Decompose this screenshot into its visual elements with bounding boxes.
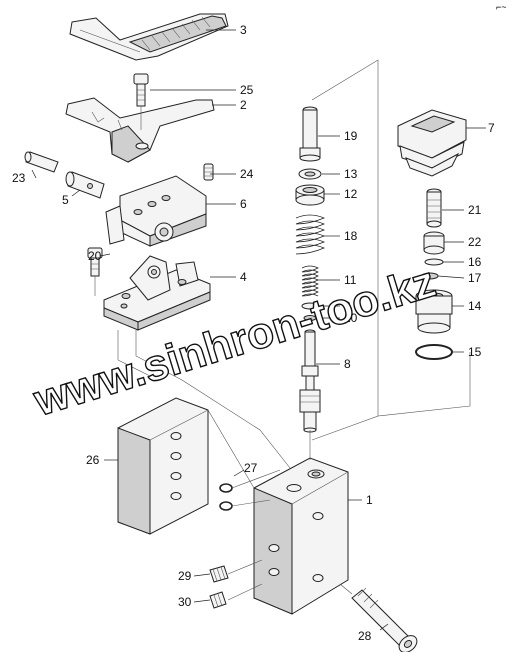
assembly-lines	[94, 59, 471, 601]
part-6-upper-bracket	[105, 175, 207, 247]
callout-28: 28	[358, 629, 372, 643]
part-7-rubber-boot	[397, 109, 467, 177]
callout-13: 13	[344, 167, 358, 181]
callout-18: 18	[344, 229, 358, 243]
callout-22: 22	[468, 235, 482, 249]
part-8-spool	[299, 329, 321, 433]
callout-25: 25	[240, 83, 254, 97]
callout-24: 24	[240, 167, 254, 181]
part-26-side-plate	[117, 397, 209, 535]
callout-11: 11	[344, 273, 357, 287]
callout-26: 26	[86, 453, 100, 467]
part-24-set-screw	[203, 163, 214, 181]
part-5-sleeve	[65, 171, 105, 199]
callout-10: 10	[344, 311, 358, 325]
callout-17: 17	[468, 271, 482, 285]
part-2-pedal-lever	[65, 97, 215, 163]
callout-21: 21	[468, 203, 482, 217]
leader-lines	[31, 29, 486, 631]
callout-2: 2	[240, 98, 247, 112]
part-30-plug	[209, 591, 227, 609]
callout-labels: 3 25 2 24 23 5 6 20 4 19 13 12 18 11 9 1…	[12, 23, 495, 643]
callout-14: 14	[468, 299, 482, 313]
watermark-text: www.sinhron-too.kz	[28, 257, 441, 426]
part-23-pin	[24, 151, 59, 173]
part-11-inner-spring	[301, 265, 319, 297]
part-20-screw	[87, 247, 103, 277]
callout-9: 9	[344, 299, 351, 313]
callout-7: 7	[488, 121, 495, 135]
part-19-spool-sleeve	[299, 106, 321, 162]
part-18-outer-spring	[295, 214, 325, 255]
callout-23: 23	[12, 171, 26, 185]
part-4-lower-bracket	[103, 255, 211, 331]
part-1-valve-body	[253, 457, 349, 615]
callout-19: 19	[344, 129, 358, 143]
part-13-washer	[298, 168, 322, 180]
part-28-bolt	[351, 587, 418, 653]
callout-16: 16	[468, 255, 482, 269]
part-14-housing	[415, 289, 453, 334]
callout-29: 29	[178, 569, 192, 583]
part-21-plunger	[426, 188, 442, 228]
part-12-spring-cup	[295, 184, 325, 206]
part-27-o-rings	[219, 483, 233, 511]
part-22-guide	[423, 231, 445, 255]
corner-mark: ⌐~	[496, 2, 507, 12]
callout-4: 4	[240, 270, 247, 284]
callout-27: 27	[244, 461, 258, 475]
part-15-o-ring	[415, 344, 453, 360]
part-29-plug	[209, 565, 229, 583]
callout-1: 1	[366, 493, 373, 507]
callout-8: 8	[344, 357, 351, 371]
callout-12: 12	[344, 187, 358, 201]
callout-15: 15	[468, 345, 482, 359]
callout-6: 6	[240, 197, 247, 211]
part-25-screw	[133, 73, 149, 107]
callout-20: 20	[88, 249, 102, 263]
part-3-pedal-cover	[69, 13, 229, 61]
callout-5: 5	[62, 193, 69, 207]
callout-3: 3	[240, 23, 247, 37]
callout-30: 30	[178, 595, 192, 609]
